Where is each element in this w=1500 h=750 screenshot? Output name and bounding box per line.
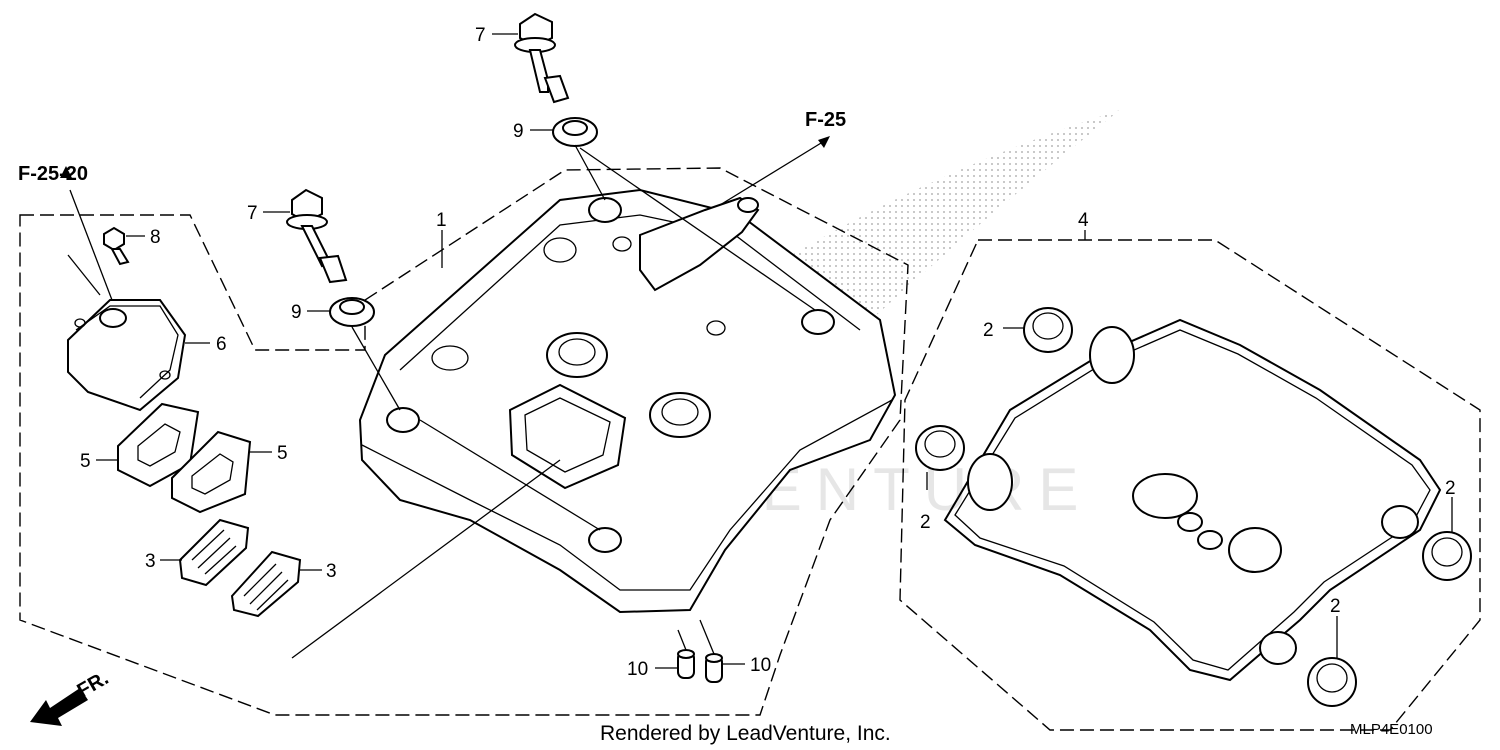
dowel-part-10-left [677, 649, 695, 679]
arrow-to-f-25-20-icon [60, 166, 72, 178]
plug-part-2-a [1023, 307, 1073, 353]
callout-6: 6 [216, 334, 227, 355]
head-cover-gasket-part-4 [943, 318, 1442, 682]
dowel-part-10-right [705, 653, 723, 683]
plate-part-3-right [230, 550, 302, 618]
callout-10-a: 10 [627, 659, 648, 680]
callout-2-a: 2 [983, 320, 994, 341]
callout-2-b: 2 [920, 512, 931, 533]
breather-cover-part-6 [67, 299, 187, 412]
bolt-part-8 [103, 226, 130, 266]
plug-part-2-c [1422, 531, 1472, 581]
bolt-part-7-top [514, 12, 570, 104]
callout-10-b: 10 [750, 655, 771, 676]
callout-8: 8 [150, 227, 161, 248]
gasket-part-5-right [171, 430, 252, 514]
callout-4: 4 [1078, 210, 1089, 231]
callout-5-b: 5 [277, 443, 288, 464]
bolt-part-7-left [286, 188, 348, 284]
washer-part-9-top [552, 117, 598, 147]
plate-part-3-left [178, 518, 250, 587]
arrow-to-f-25-icon [818, 136, 830, 148]
cylinder-head-cover-part-1 [358, 188, 897, 614]
front-arrow-icon [30, 688, 88, 726]
front-direction-indicator: FR. [30, 667, 112, 726]
callout-9-a: 9 [513, 121, 524, 142]
reference-f-25-20[interactable]: F-25-20 [18, 163, 88, 185]
callout-5-a: 5 [80, 451, 91, 472]
rendered-by-credit: Rendered by LeadVenture, Inc. [600, 722, 891, 745]
diagram-code: MLP4E0100 [1350, 721, 1433, 738]
gasket-set-outline [899, 239, 1481, 731]
callout-2-d: 2 [1330, 596, 1341, 617]
leader-lines [67, 33, 1453, 669]
callout-1: 1 [436, 210, 447, 231]
washer-part-9-left [329, 297, 375, 327]
callout-7-b: 7 [247, 203, 258, 224]
callout-7-a: 7 [475, 25, 486, 46]
callout-3-b: 3 [326, 561, 337, 582]
plug-part-2-d [1307, 657, 1357, 707]
callout-3-a: 3 [145, 551, 156, 572]
plug-part-2-b [915, 425, 965, 471]
callout-2-c: 2 [1445, 478, 1456, 499]
cover-assembly-outline [19, 167, 909, 716]
callout-9-b: 9 [291, 302, 302, 323]
reference-f-25[interactable]: F-25 [805, 109, 846, 131]
